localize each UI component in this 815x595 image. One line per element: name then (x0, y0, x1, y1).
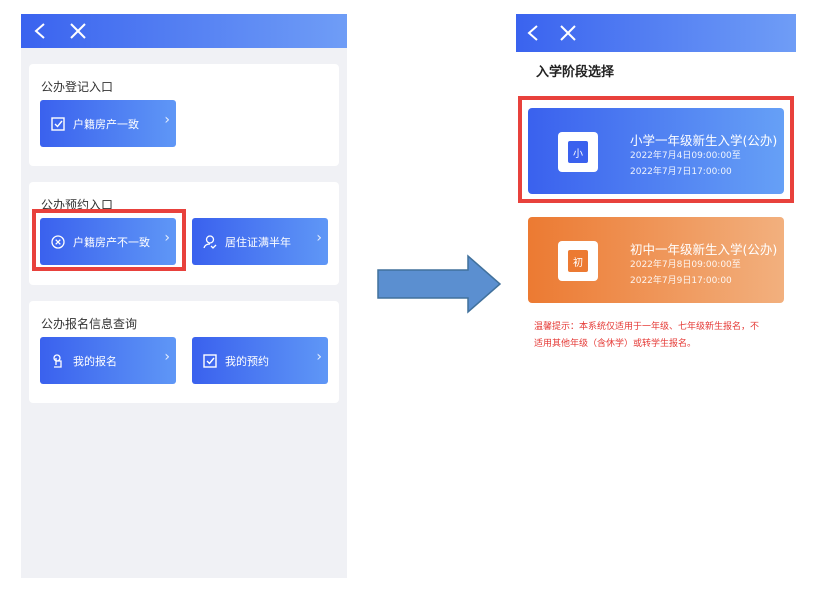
page-title: 入学阶段选择 (536, 65, 615, 80)
person-check-icon (203, 234, 217, 249)
section-title: 公办登记入口 (41, 80, 114, 94)
close-icon[interactable] (559, 24, 577, 42)
button-label: 我的报名 (73, 354, 117, 368)
button-label: 户籍房产一致 (73, 117, 139, 131)
stage-start: 2022年7月8日09:00:00至 (630, 260, 741, 270)
chevron-right-icon: › (164, 230, 170, 246)
button-label: 居住证满半年 (225, 235, 291, 249)
back-icon[interactable] (33, 22, 47, 40)
stage-end: 2022年7月9日17:00:00 (630, 276, 732, 286)
stage-name: 初中一年级新生入学(公办) (630, 242, 778, 257)
chevron-right-icon: › (164, 112, 170, 128)
right-arrow-icon (377, 254, 502, 314)
my-appointment-button[interactable]: 我的预约 › (192, 337, 328, 384)
household-property-inconsistent-button[interactable]: 户籍房产不一致 › (40, 218, 176, 265)
section-title: 公办报名信息查询 (41, 317, 138, 331)
middle-school-icon: 初 (558, 241, 598, 281)
notice-line: 温馨提示：本系统仅适用于一年级、七年级新生报名，不 (534, 322, 760, 332)
primary-school-stage-card[interactable]: 小 小学一年级新生入学(公办) 2022年7月4日09:00:00至 2022年… (528, 108, 784, 194)
notice-line: 适用其他年级（含休学）或转学生报名。 (534, 339, 697, 349)
section-title: 公办预约入口 (41, 198, 114, 212)
stage-start: 2022年7月4日09:00:00至 (630, 151, 741, 161)
button-label: 户籍房产不一致 (73, 235, 150, 249)
middle-school-stage-card[interactable]: 初 初中一年级新生入学(公办) 2022年7月8日09:00:00至 2022年… (528, 217, 784, 303)
checkbox-icon (203, 353, 217, 368)
primary-school-icon: 小 (558, 132, 598, 172)
left-header (21, 14, 347, 48)
back-icon[interactable] (526, 24, 540, 42)
residence-permit-button[interactable]: 居住证满半年 › (192, 218, 328, 265)
highlight-box-left (32, 209, 186, 271)
notice-text: 温馨提示：本系统仅适用于一年级、七年级新生报名，不 适用其他年级（含休学）或转学… (534, 319, 759, 353)
right-header (516, 14, 796, 52)
my-registration-button[interactable]: 我的报名 › (40, 337, 176, 384)
chevron-right-icon: › (316, 230, 322, 246)
checkbox-icon (51, 116, 65, 131)
hand-pointer-icon (51, 353, 65, 368)
button-label: 我的预约 (225, 354, 269, 368)
chevron-right-icon: › (316, 349, 322, 365)
close-icon[interactable] (69, 22, 87, 40)
section-registration: 公办登记入口 户籍房产一致 › (29, 64, 339, 166)
chevron-right-icon: › (164, 349, 170, 365)
left-screen: 公办登记入口 户籍房产一致 › 公办预约入口 户籍房产不一致 › 居住证满半年 … (21, 14, 347, 578)
household-property-consistent-button[interactable]: 户籍房产一致 › (40, 100, 176, 147)
highlight-box-right (518, 96, 794, 203)
stage-end: 2022年7月7日17:00:00 (630, 167, 732, 177)
circle-x-icon (51, 234, 65, 249)
section-query: 公办报名信息查询 我的报名 › 我的预约 › (29, 301, 339, 403)
right-screen: 入学阶段选择 小 小学一年级新生入学(公办) 2022年7月4日09:00:00… (516, 14, 796, 354)
stage-name: 小学一年级新生入学(公办) (630, 133, 778, 148)
